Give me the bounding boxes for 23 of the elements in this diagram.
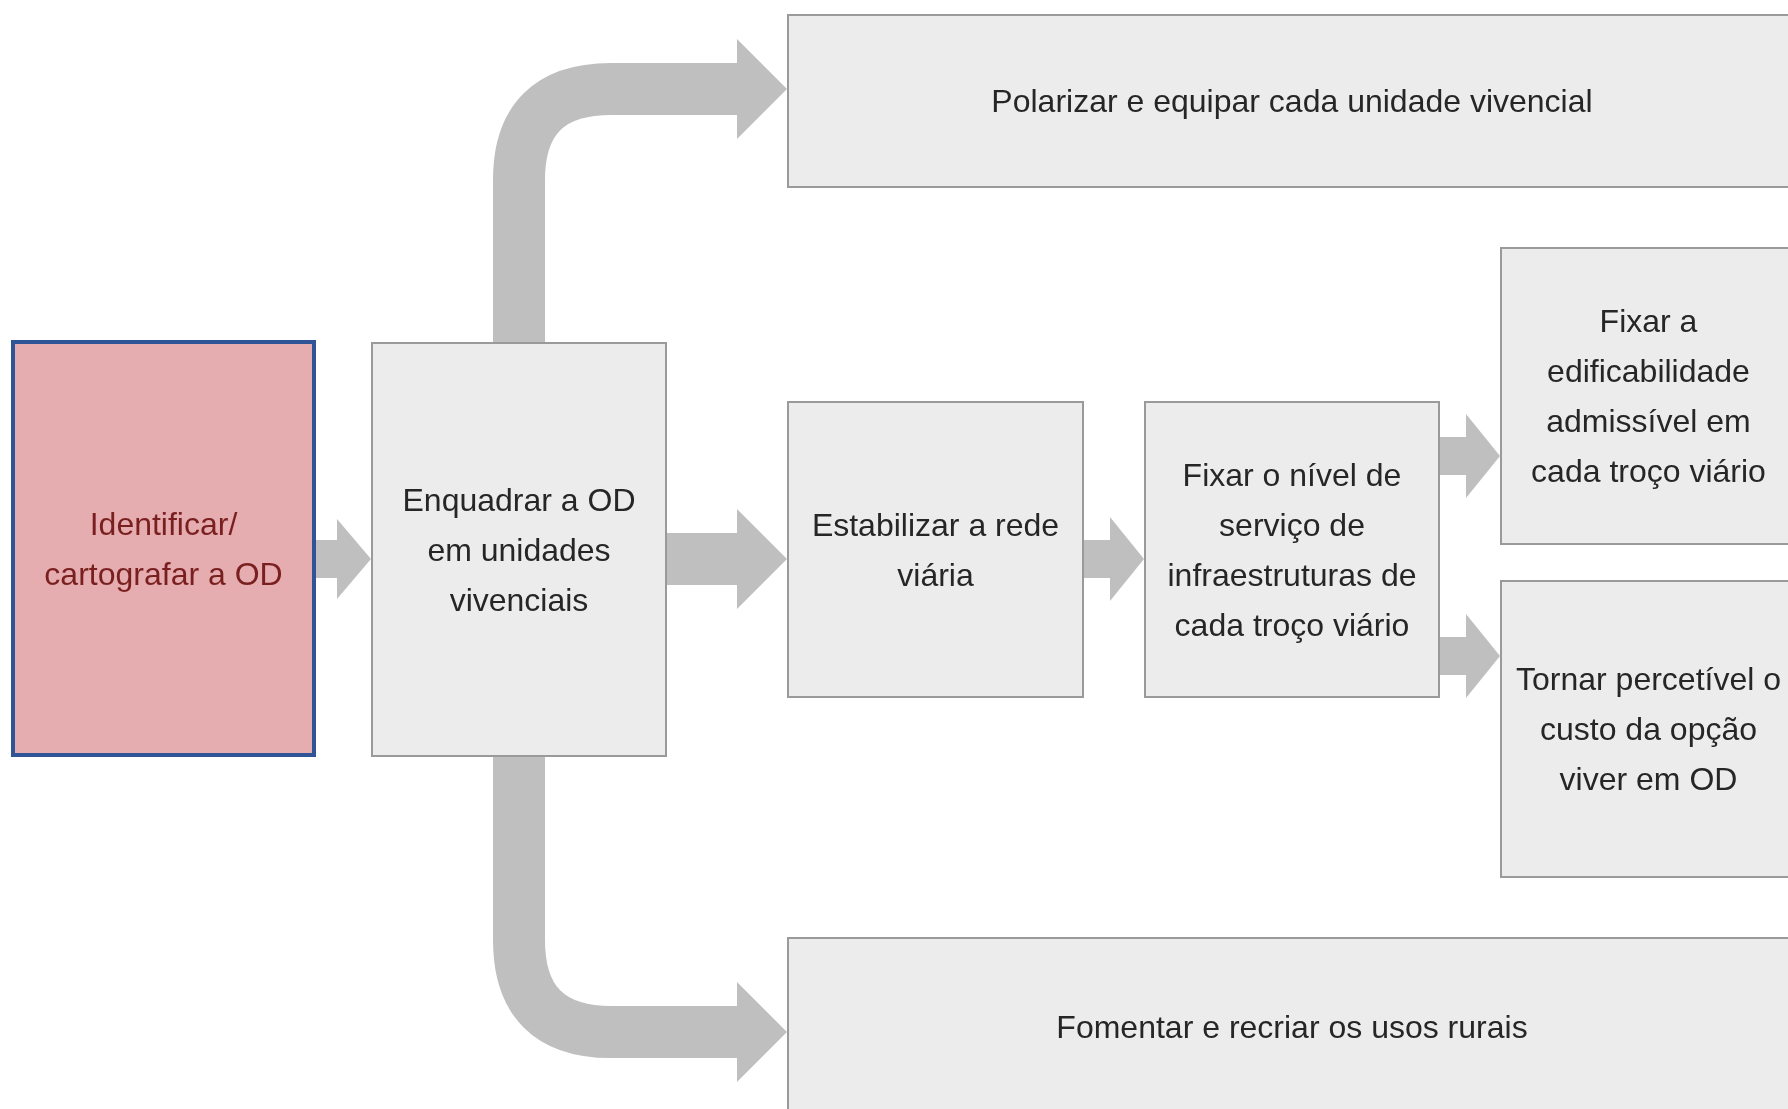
box-text: Tornar percetível o custo da opção viver em OD (1515, 660, 1782, 799)
block-arrow (1440, 414, 1500, 498)
process-box (1144, 401, 1440, 698)
process-box (1500, 247, 1788, 545)
process-box (787, 401, 1084, 698)
process-box (787, 14, 1788, 188)
box-text: Fixar a edificabilidade admissível em cada troço viário (1530, 302, 1767, 491)
process-box (11, 340, 316, 757)
block-arrow (493, 757, 787, 1082)
block-arrow (1440, 614, 1500, 698)
box-text: Fixar o nível de serviço de infraestruturas de cada troço viário (1166, 455, 1418, 645)
box-text: Estabilizar a rede viária (810, 505, 1061, 595)
box-text: Polarizar e equipar cada unidade vivencial (991, 82, 1593, 121)
block-arrow (493, 39, 787, 342)
process-box (371, 342, 667, 757)
process-box (787, 937, 1788, 1109)
block-arrow (1084, 517, 1144, 601)
box-text: Identificar/ cartografar a OD (43, 504, 284, 594)
box-text: Enquadrar a OD em unidades vivenciais (401, 480, 637, 620)
process-box (1500, 580, 1788, 878)
block-arrow (316, 519, 371, 599)
block-arrow (667, 509, 787, 609)
box-text: Fomentar e recriar os usos rurais (1056, 1008, 1528, 1047)
